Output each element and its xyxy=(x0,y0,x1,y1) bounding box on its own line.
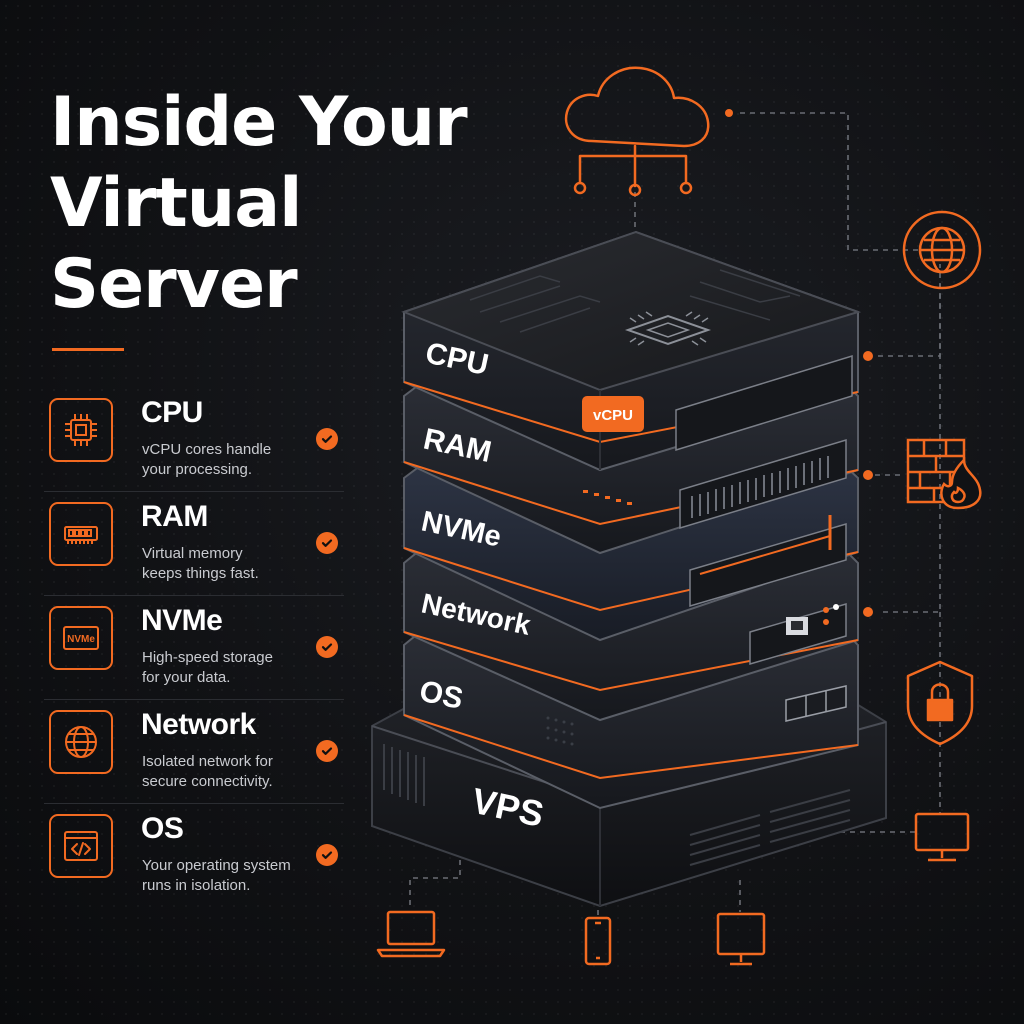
feature-title: NVMe xyxy=(141,604,223,637)
feature-desc-line: Virtual memory xyxy=(142,545,243,562)
feature-title: OS xyxy=(141,812,184,845)
check-icon xyxy=(316,532,338,554)
feature-desc-line: Isolated network for xyxy=(142,753,273,770)
cpu-chip-icon xyxy=(624,311,712,346)
title-line-2: Virtual xyxy=(50,164,302,243)
feature-item-ram: RAM Virtual memory keeps things fast. xyxy=(44,492,344,596)
feature-title: RAM xyxy=(141,500,208,533)
feature-description: High-speed storage for your data. xyxy=(142,648,322,688)
feature-title: Network xyxy=(141,708,256,741)
ram-indicator-dots xyxy=(583,490,632,505)
smartphone-icon xyxy=(584,916,612,966)
feature-description: Your operating system runs in isolation. xyxy=(142,856,322,896)
base-vent-left xyxy=(383,744,425,806)
feature-desc-line: vCPU cores handle xyxy=(142,441,272,458)
feature-item-os: OS Your operating system runs in isolati… xyxy=(44,804,344,907)
nvme-icon-text: NVMe xyxy=(67,634,95,645)
memory-module-icon xyxy=(49,502,113,566)
title-line-1: Inside Your xyxy=(50,83,468,162)
cpu-layer: vCPU CPU xyxy=(401,230,862,472)
check-icon xyxy=(316,636,338,658)
nvme-drive-icon: NVMe xyxy=(49,606,113,670)
vcpu-badge: vCPU xyxy=(582,396,644,432)
shield-lock-icon xyxy=(906,660,974,746)
check-icon xyxy=(316,740,338,762)
title-underline xyxy=(52,348,124,351)
laptop-icon xyxy=(376,910,446,958)
feature-desc-line: secure connectivity. xyxy=(142,773,273,790)
base-vent-right xyxy=(689,789,851,866)
page-title: Inside Your Virtual Server xyxy=(50,82,468,325)
globe-icon xyxy=(902,210,982,290)
ram-slot-lines xyxy=(691,456,829,518)
cpu-chip-icon xyxy=(49,398,113,462)
feature-desc-line: Your operating system xyxy=(142,857,291,874)
feature-desc-line: keeps things fast. xyxy=(142,565,259,582)
feature-item-network: Network Isolated network for secure conn… xyxy=(44,700,344,804)
cpu-circuit-traces xyxy=(469,269,801,333)
vcpu-badge-text: vCPU xyxy=(593,407,633,424)
desktop-monitor-icon xyxy=(716,912,766,966)
globe-icon xyxy=(49,710,113,774)
feature-title: CPU xyxy=(141,396,203,429)
feature-desc-line: your processing. xyxy=(142,461,253,478)
firewall-icon xyxy=(906,438,982,510)
cloud-network-icon xyxy=(564,66,710,197)
title-line-3: Server xyxy=(50,245,298,324)
feature-desc-line: High-speed storage xyxy=(142,649,273,666)
os-vent-grid xyxy=(546,716,574,746)
feature-description: Isolated network for secure connectivity… xyxy=(142,752,322,792)
feature-description: vCPU cores handle your processing. xyxy=(142,440,322,480)
check-icon xyxy=(316,428,338,450)
code-window-icon xyxy=(49,814,113,878)
feature-list: CPU vCPU cores handle your processing. R… xyxy=(44,388,344,907)
feature-item-cpu: CPU vCPU cores handle your processing. xyxy=(44,388,344,492)
monitor-icon xyxy=(914,812,970,862)
feature-desc-line: for your data. xyxy=(142,669,231,686)
feature-item-nvme: NVMe NVMe High-speed storage for your da… xyxy=(44,596,344,700)
feature-description: Virtual memory keeps things fast. xyxy=(142,544,322,584)
check-icon xyxy=(316,844,338,866)
feature-desc-line: runs in isolation. xyxy=(142,877,251,894)
